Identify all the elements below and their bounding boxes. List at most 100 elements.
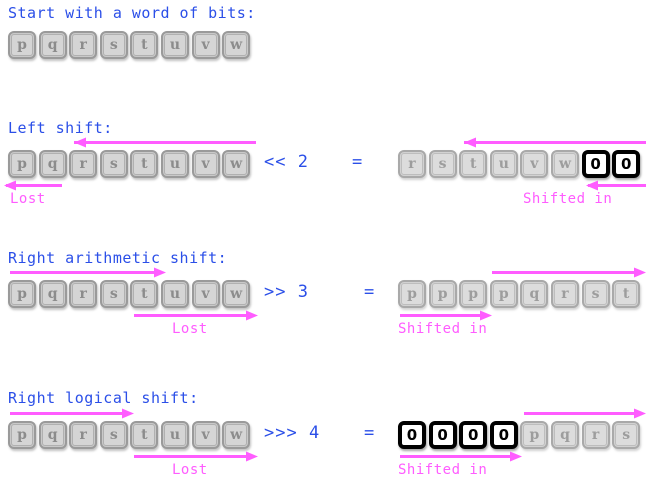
right-arithmetic-result-bit: r xyxy=(550,280,579,308)
right-logical-result-bit-label: q xyxy=(553,424,576,446)
right-arithmetic-input-bit-label: q xyxy=(41,283,64,305)
intro-bit: p xyxy=(8,31,36,59)
left-shift-result-bit-label: v xyxy=(523,153,546,175)
right-logical-result-bit-label: 0 xyxy=(401,424,423,446)
left-shift-result-bit: t xyxy=(459,150,488,178)
left-shift-result-bit: w xyxy=(550,150,579,178)
right-logical-result-bit: p xyxy=(520,421,549,449)
right-arithmetic-shifted-in-arrow xyxy=(398,310,494,321)
left-shift-result-bit: v xyxy=(520,150,549,178)
left-shift-input-bit-label: p xyxy=(11,153,33,175)
intro-bit-label: q xyxy=(41,34,64,56)
right-logical-result-zero-bit: 0 xyxy=(489,421,518,449)
right-arithmetic-result-bit: p xyxy=(428,280,457,308)
left-shift-result-zero-bit: 0 xyxy=(612,150,641,178)
right-arithmetic-operator: >> 3 xyxy=(264,282,309,302)
left-shift-input-bit-label: r xyxy=(72,153,95,175)
left-shift-lost-label: Lost xyxy=(10,191,46,207)
right-logical-input-bit-label: q xyxy=(41,424,64,446)
right-arithmetic-result-bit-label: p xyxy=(492,283,515,305)
intro-bit-label: t xyxy=(133,34,156,56)
right-logical-result-bit-label: p xyxy=(523,424,546,446)
right-logical-input-bit: p xyxy=(8,421,36,449)
intro-bit-label: u xyxy=(163,34,186,56)
right-arithmetic-result-bit-label: p xyxy=(401,283,423,305)
left-shift-result-top-arrow xyxy=(398,137,648,148)
right-arithmetic-input-bit: r xyxy=(69,280,98,308)
right-logical-result-bit-label: 0 xyxy=(492,424,515,446)
right-arithmetic-shifted-in-label: Shifted in xyxy=(398,321,488,337)
right-logical-lost-label: Lost xyxy=(172,462,208,478)
right-arithmetic-result-bit: p xyxy=(459,280,488,308)
intro-bit-label: r xyxy=(72,34,95,56)
right-logical-input-bit: w xyxy=(222,421,251,449)
right-arithmetic-result-bit: p xyxy=(398,280,426,308)
left-shift-input-bit-label: u xyxy=(163,153,186,175)
right-logical-input-top-arrow xyxy=(8,408,138,419)
right-logical-result-top-arrow xyxy=(522,408,648,419)
left-shift-input-bit-label: w xyxy=(225,153,248,175)
left-shift-lost-arrow xyxy=(0,180,70,191)
right-arithmetic-input-bit-label: t xyxy=(133,283,156,305)
right-logical-input-bit: r xyxy=(69,421,98,449)
left-shift-result-bit-label: t xyxy=(462,153,485,175)
right-arithmetic-result-bit-label: p xyxy=(462,283,485,305)
left-shift-equals: = xyxy=(352,152,363,172)
left-shift-input-bit-label: s xyxy=(102,153,125,175)
right-logical-result-bit: q xyxy=(550,421,579,449)
right-logical-input-bit-label: s xyxy=(102,424,125,446)
right-logical-result-bit-label: s xyxy=(615,424,638,446)
right-arithmetic-input-bit: w xyxy=(222,280,251,308)
right-logical-input-bit-label: u xyxy=(163,424,186,446)
right-logical-input-bit-label: r xyxy=(72,424,95,446)
right-arithmetic-result-bit: p xyxy=(489,280,518,308)
right-logical-input-bit-label: v xyxy=(194,424,217,446)
intro-bit-label: w xyxy=(225,34,248,56)
right-logical-result-zero-bit: 0 xyxy=(398,421,426,449)
right-arithmetic-input-bit-label: s xyxy=(102,283,125,305)
intro-bit: q xyxy=(38,31,67,59)
left-shift-input-bit: v xyxy=(191,150,220,178)
right-logical-shift-heading: Right logical shift: xyxy=(8,389,199,407)
right-logical-result-bit-label: 0 xyxy=(431,424,454,446)
left-shift-shifted-in-arrow xyxy=(582,180,648,191)
left-shift-input-bit-label: q xyxy=(41,153,64,175)
right-logical-input-bit: v xyxy=(191,421,220,449)
right-logical-input-bit: s xyxy=(99,421,128,449)
left-shift-input-bit: q xyxy=(38,150,67,178)
right-logical-input-bit: q xyxy=(38,421,67,449)
right-arithmetic-result-bit-label: t xyxy=(615,283,638,305)
right-arithmetic-shift-heading: Right arithmetic shift: xyxy=(8,249,228,267)
right-arithmetic-equals: = xyxy=(364,282,375,302)
right-logical-equals: = xyxy=(364,423,375,443)
right-logical-input-bit-label: w xyxy=(225,424,248,446)
right-arithmetic-result-bit: t xyxy=(612,280,641,308)
right-arithmetic-input-bit: q xyxy=(38,280,67,308)
left-shift-input-bit: p xyxy=(8,150,36,178)
left-shift-shifted-in-label: Shifted in xyxy=(523,191,613,207)
right-logical-result-bit: s xyxy=(612,421,641,449)
right-arithmetic-input-bit: u xyxy=(160,280,189,308)
right-logical-input-bit: t xyxy=(130,421,159,449)
right-arithmetic-result-bit-label: q xyxy=(523,283,546,305)
right-logical-result-zero-bit: 0 xyxy=(428,421,457,449)
right-logical-result-bit-label: r xyxy=(584,424,607,446)
left-shift-input-bit: u xyxy=(160,150,189,178)
left-shift-result-bit: u xyxy=(489,150,518,178)
right-logical-result-bit-label: 0 xyxy=(462,424,485,446)
right-arithmetic-result-bit: s xyxy=(581,280,610,308)
right-arithmetic-input-bit-label: v xyxy=(194,283,217,305)
intro-bit-label: v xyxy=(194,34,217,56)
left-shift-input-top-arrow xyxy=(8,137,258,148)
left-shift-result-bit-label: u xyxy=(492,153,515,175)
intro-bit: w xyxy=(222,31,251,59)
intro-heading: Start with a word of bits: xyxy=(8,4,256,22)
right-logical-input-bit-label: t xyxy=(133,424,156,446)
